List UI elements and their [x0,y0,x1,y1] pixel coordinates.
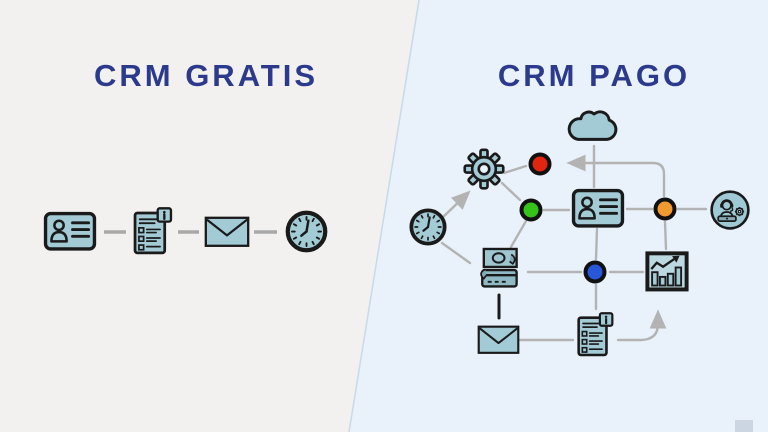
envelope-icon [204,216,250,247]
gear-icon [463,148,505,190]
red-node [528,152,552,176]
contact-card-icon [43,211,97,251]
money-payment-icon [479,247,518,288]
cloud-icon [567,110,618,141]
customer-support-icon [710,190,750,230]
connector-line [440,241,472,265]
clock-icon [409,208,447,246]
connector-arrow-clock-gear [439,190,471,221]
left-flow [43,206,326,255]
connector-arrow-checklist-chart [616,309,667,342]
connector-line [594,227,599,261]
checklist-info-icon [577,311,614,357]
corner-accent-square [735,420,753,432]
connector-line [500,181,522,202]
status-nodes [519,152,677,284]
clock-icon [288,213,326,251]
network-connectors [439,144,708,342]
connector-line [502,164,528,175]
blue-node [583,260,607,284]
panel-divider [348,0,420,432]
right-panel-title: CRM PAGO [497,58,691,93]
left-panel-title: CRM GRATIS [93,58,319,93]
contact-card-icon [571,188,625,228]
connector-arrow-orange-red [566,154,666,198]
checklist-info-icon [133,206,173,255]
connector-line [663,220,668,251]
envelope-icon [477,325,520,354]
green-node [519,198,543,222]
bar-chart-icon [645,251,689,292]
orange-node [653,197,677,221]
connector-line [509,219,528,249]
network-icons [409,110,750,357]
